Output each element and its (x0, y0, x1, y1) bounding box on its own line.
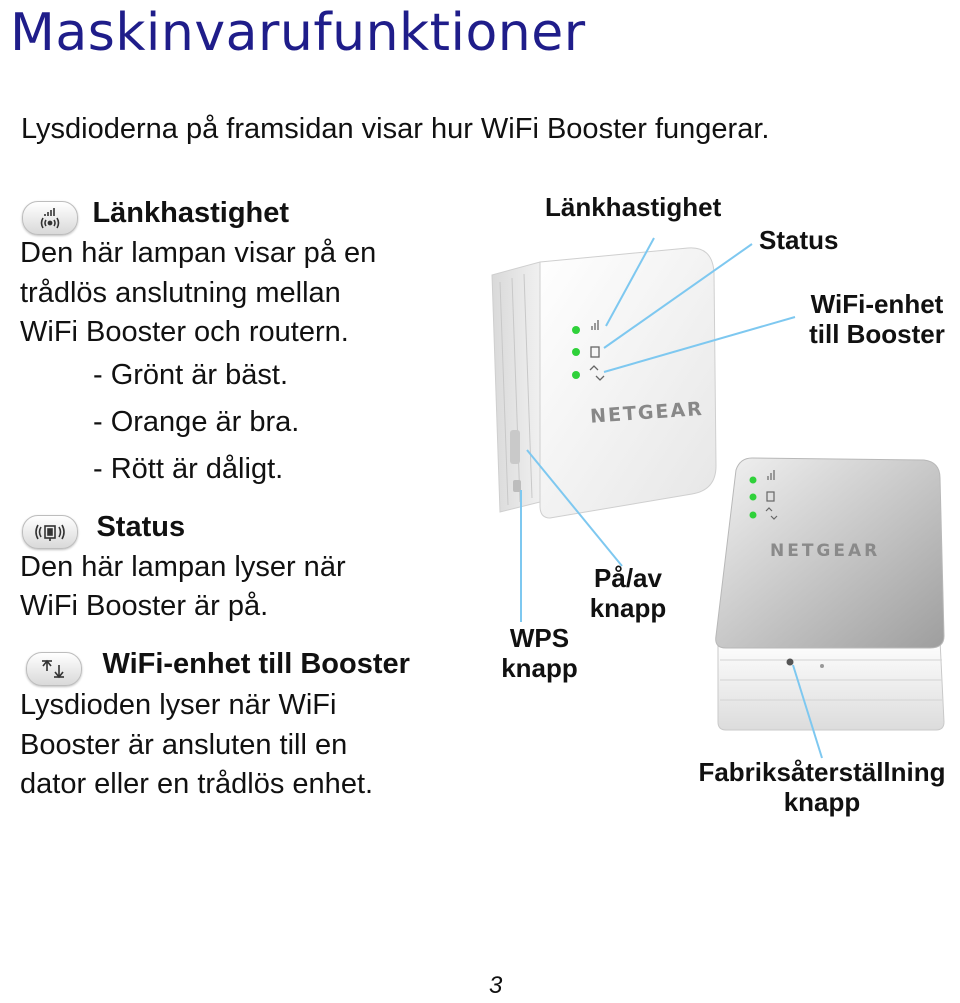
status-line-1: Den här lampan lyser när (20, 551, 346, 583)
link-speed-section: Länkhastighet (22, 194, 289, 235)
callout-status: Status (759, 225, 839, 255)
status-section: Status (22, 508, 185, 549)
link-speed-line-1: Den här lampan visar på en (20, 237, 377, 269)
device-line-2: Booster är ansluten till en (20, 729, 348, 761)
front-led-device (572, 371, 580, 379)
device-section: WiFi-enhet till Booster (26, 645, 410, 686)
lying-led-link (749, 476, 757, 484)
callout-wps-line-1: WPS (509, 623, 570, 653)
device-line-1: Lysdioden lyser när WiFi (20, 689, 337, 721)
callout-reset-line-2: knapp (783, 787, 861, 817)
booster-front-device (491, 247, 717, 519)
status-line-2: WiFi Booster är på. (20, 590, 269, 622)
lying-led-column (749, 470, 778, 520)
front-led-column (572, 320, 605, 381)
link-speed-heading: Länkhastighet (92, 197, 290, 229)
callout-device-line-2: till Booster (809, 319, 945, 349)
callout-power-line-1: På/av (594, 563, 662, 593)
device-heading: WiFi-enhet till Booster (102, 648, 410, 680)
link-speed-line-2: trådlös anslutning mellan (20, 277, 341, 309)
callout-link-speed: Länkhastighet (545, 192, 722, 222)
lying-brand-label: NETGEAR (770, 541, 880, 561)
callout-wps-line-2: knapp (501, 653, 578, 683)
intro-text: Lysdioderna på framsidan visar hur WiFi … (21, 113, 770, 145)
callout-device: WiFi-enhet till Booster (800, 289, 954, 349)
status-icon (22, 514, 78, 549)
page-number: 3 (489, 972, 503, 999)
bullet-green: - Grönt är bäst. (93, 359, 289, 391)
device-to-booster-icon (26, 651, 82, 686)
device-line-3: dator eller en trådlös enhet. (20, 768, 374, 800)
callout-device-line-1: WiFi-enhet (810, 289, 944, 319)
callout-reset-line-1: Fabriksåterställning (698, 757, 946, 787)
link-speed-icon (22, 200, 78, 235)
bullet-orange: - Orange är bra. (93, 406, 300, 438)
callout-wps-button: WPS knapp (492, 623, 587, 683)
front-led-status (572, 348, 580, 356)
lying-led-status (749, 493, 757, 501)
booster-lying-device (715, 457, 945, 731)
callout-leader-lines (520, 237, 823, 759)
callout-power-line-2: knapp (589, 593, 667, 623)
callout-reset-button: Fabriksåterställning knapp (684, 757, 960, 817)
link-speed-line-3: WiFi Booster och routern. (20, 316, 349, 348)
bullet-red: - Rött är dåligt. (93, 453, 284, 485)
lying-led-device (749, 511, 757, 519)
callout-power-button: På/av knapp (578, 563, 678, 623)
front-led-link (572, 326, 580, 334)
status-heading: Status (96, 511, 186, 543)
page-title: Maskinvarufunktioner (10, 3, 586, 63)
